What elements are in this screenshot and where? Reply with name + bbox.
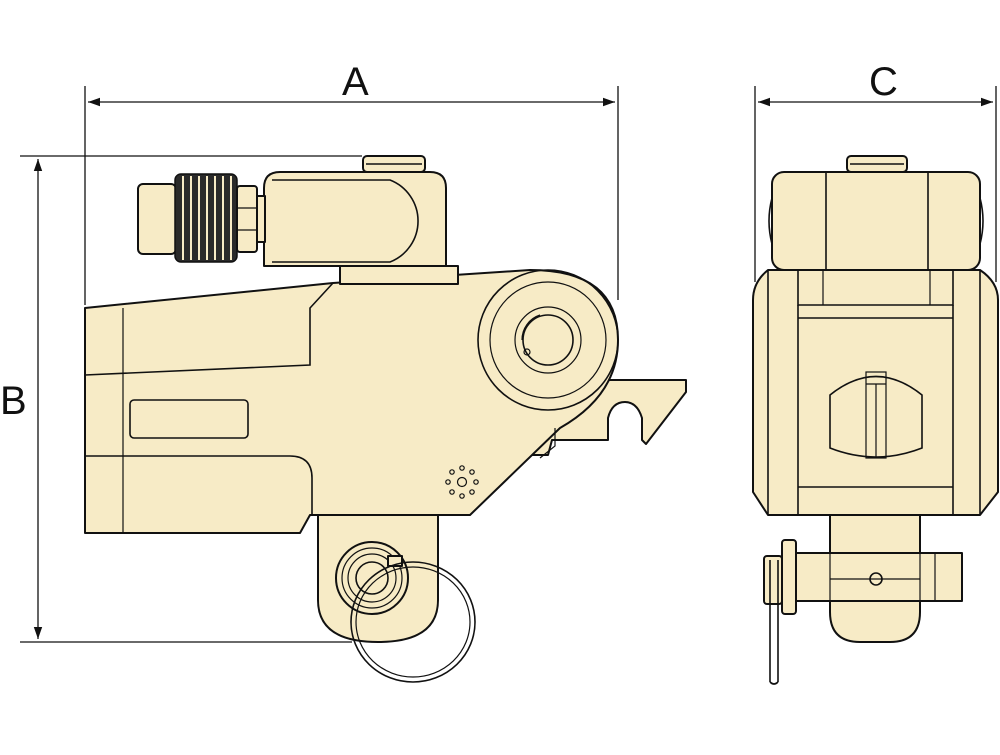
drive-ring-outer: [477, 269, 619, 411]
swivel-block: [263, 171, 447, 267]
dimension-b-label: B: [0, 379, 27, 423]
swivel-base: [339, 265, 459, 285]
front-pin-head: [781, 539, 797, 615]
main-housing: [84, 269, 619, 534]
dimension-c-label: C: [869, 60, 898, 104]
indicator-dots: [445, 465, 479, 499]
dimension-b: B: [0, 155, 362, 643]
square-drive: [829, 375, 923, 458]
dimension-a: A: [84, 60, 619, 305]
front-pin: [794, 552, 963, 602]
dimension-c: C: [754, 60, 997, 282]
housing-slot: [129, 399, 249, 439]
front-retaining-ring: [769, 560, 779, 682]
front-cylinder: [771, 171, 981, 271]
side-view: [84, 155, 687, 683]
front-view: [752, 155, 999, 685]
drive-shaft: [522, 314, 574, 366]
dimension-a-label: A: [342, 60, 369, 104]
retaining-ring: [350, 561, 476, 683]
hose-coupler: [137, 173, 266, 263]
